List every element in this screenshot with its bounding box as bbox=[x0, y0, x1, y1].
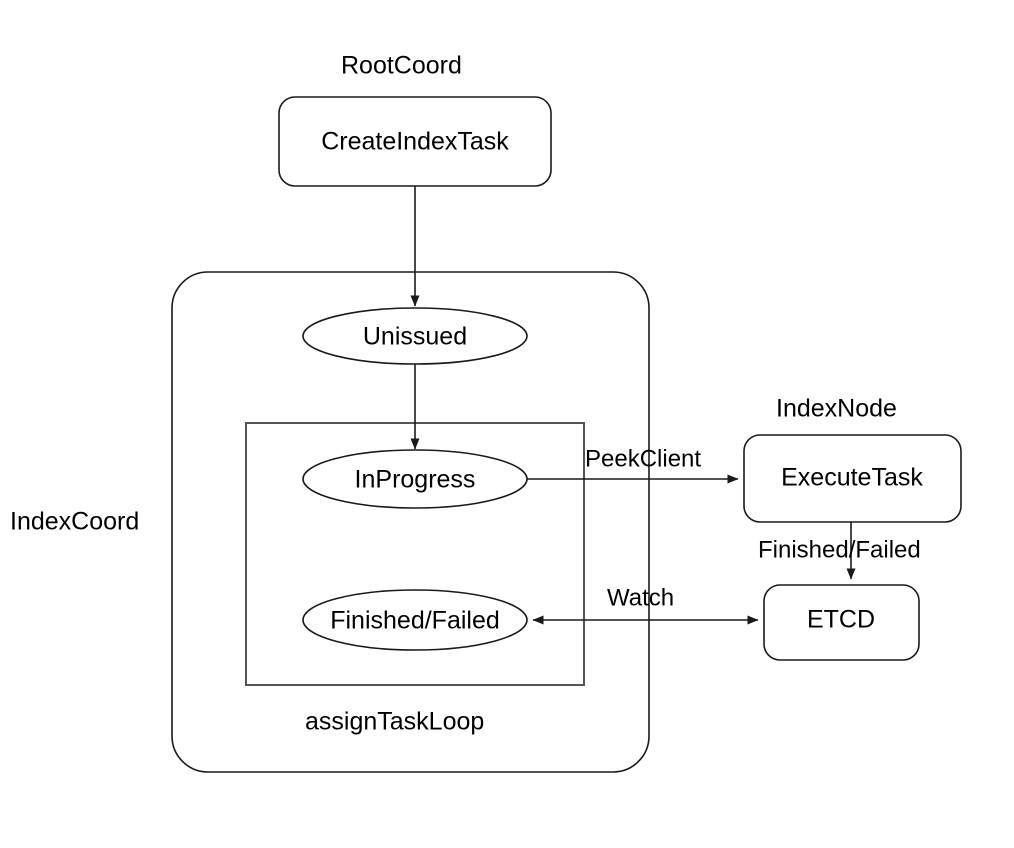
node-label-create-index-task: CreateIndexTask bbox=[321, 128, 509, 156]
node-create-index-task[interactable] bbox=[278, 96, 552, 187]
node-in-progress[interactable] bbox=[302, 449, 528, 509]
edge-label-peek-client: PeekClient bbox=[585, 445, 701, 472]
node-execute-task[interactable] bbox=[743, 434, 962, 523]
node-etcd[interactable] bbox=[763, 584, 920, 661]
group-label-assign-task-loop: assignTaskLoop bbox=[305, 708, 484, 736]
node-label-execute-task: ExecuteTask bbox=[781, 464, 923, 492]
group-label-index-node: IndexNode bbox=[776, 395, 897, 423]
group-label-root-coord: RootCoord bbox=[341, 52, 462, 80]
node-label-finished-failed: Finished/Failed bbox=[330, 607, 500, 635]
group-container-index-coord bbox=[171, 271, 650, 773]
group-label-index-coord: IndexCoord bbox=[10, 508, 139, 536]
node-label-unissued: Unissued bbox=[363, 323, 467, 351]
node-unissued[interactable] bbox=[302, 307, 528, 365]
node-label-etcd: ETCD bbox=[807, 606, 875, 634]
edge-label-watch: Watch bbox=[607, 584, 674, 611]
node-label-in-progress: InProgress bbox=[355, 466, 476, 494]
node-finished-failed[interactable] bbox=[302, 589, 528, 651]
edge-label-finished-failed: Finished/Failed bbox=[758, 536, 921, 563]
